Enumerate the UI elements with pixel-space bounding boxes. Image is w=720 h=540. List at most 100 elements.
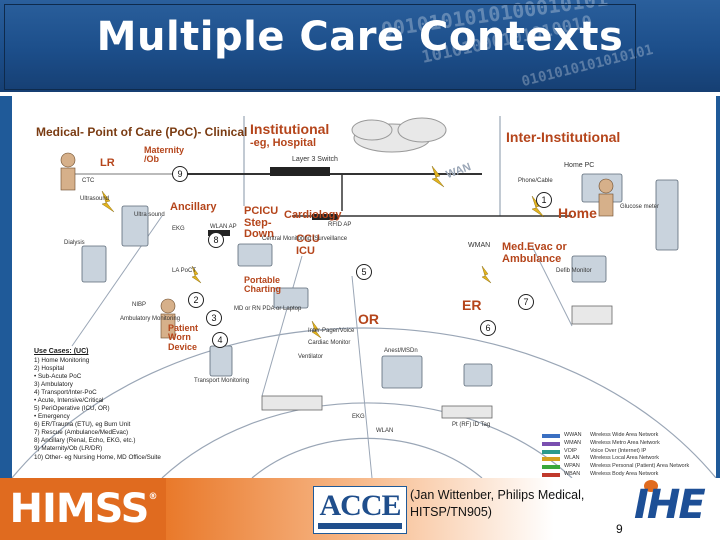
zone-label-maternity: Maternity /Ob [144,146,188,165]
legend-swatch [542,434,560,438]
zone-label-er: ER [462,298,481,313]
use-case-marker-5: 5 [356,264,372,280]
la-poct-label: LA PoCT [172,268,196,274]
patient-figure [599,179,613,193]
zone-label-medical: Medical- Point of Care (PoC)- Clinical [36,126,247,139]
defib-label: Defib Monitor [556,268,592,274]
use-case-marker-4: 4 [212,332,228,348]
dialysis-label: Dialysis [64,240,85,246]
legend-swatch [542,442,560,446]
zone-label-home: Home [558,206,597,221]
legend-code: WWAN [564,432,586,440]
legend-code: WMAN [564,440,586,448]
ctc-label: CTC [82,178,94,184]
er-bed [442,406,492,418]
legend-code: VOIP [564,448,586,456]
patient-figure [61,168,75,190]
wman-label: WMAN [468,242,490,249]
phone-cable-label: Phone/Cable [518,178,553,184]
right-edge-strip [716,96,720,478]
zone-label-lr: LR [100,158,115,170]
acce-logo-bar [318,523,402,529]
layer3-switch [270,167,330,176]
cardiac-monitor-label: Cardiac Monitor [308,340,350,346]
slide-footer: HIMSS® ACCE (Jan Wittenber, Philips Medi… [0,478,720,540]
use-case-item: 2) Hospital [34,365,204,373]
ekg-or-label: EKG [352,414,365,420]
use-case-item: 10) Other- eg Nursing Home, MD Office/Su… [34,454,204,462]
nibp-label: NIBP [132,302,146,308]
anesthesia-label: Anest/MSDn [384,348,418,354]
use-case-item: • Acute, Intensive/Critical [34,397,204,405]
use-case-marker-2: 2 [188,292,204,308]
zone-label-institutional: Institutional [250,122,329,137]
himss-trademark: ® [148,492,156,502]
legend-text: Wireless Body Area Network [590,471,658,478]
central-monitoring-label: Central Monitoring /Surveillance [262,236,347,242]
use-case-item: • Sub-Acute PoC [34,373,204,381]
title-bar: 0010101010100010101 10101000101010010 01… [0,0,720,92]
use-case-item: • Emergency [34,413,204,421]
use-case-marker-1: 1 [536,192,552,208]
patient-figure [161,299,175,313]
voice-label: Inter-Pager/Voice [308,328,354,334]
ambulance-stretcher [572,306,612,324]
himss-logo: HIMSS® [0,478,166,540]
use-case-item: 7) Rescue (Ambulance/MedEvac) [34,429,204,437]
use-case-item: 1) Home Monitoring [34,357,204,365]
or-table [262,396,322,410]
legend-swatch [542,465,560,469]
use-case-item: 5) PeriOperative (ICU, OR) [34,405,204,413]
use-case-marker-9: 9 [172,166,188,182]
zone-label-ancillary: Ancillary [170,202,216,214]
glucose-label: Glucose meter [620,204,659,210]
dialysis-device [82,246,106,282]
use-case-item: 6) ER/Trauma (ETU), eg Burn Unit [34,421,204,429]
acce-logo-text: ACCE [314,489,406,523]
zone-arc-middle [162,403,572,478]
patient-figure [61,153,75,167]
ultra-sound-label: Ultra sound [134,212,165,218]
care-contexts-diagram: Medical- Point of Care (PoC)- Clinical I… [12,96,716,478]
legend-text: Wireless Wide Area Network [590,432,658,440]
zone-label-inter-institutional: Inter-Institutional [506,130,620,145]
legend-row: WWAN Wireless Wide Area Network [542,432,712,440]
legend-row: WMAN Wireless Metro Area Network [542,440,712,448]
anesthesia-machine [382,356,422,388]
transport-monitor [210,346,232,376]
wlan-bottom-label: WLAN [376,428,393,434]
rf-tag-label: Pt (RF) ID Tag [452,422,490,428]
page-number: 9 [616,522,623,536]
zone-label-cardiology: Cardiology [284,210,341,222]
use-case-marker-6: 6 [480,320,496,336]
legend-text: Wireless Personal (Patient) Area Network [590,463,689,471]
ultrasound-label: Ultrasound [80,196,109,202]
zone-arc-inner [252,438,482,478]
wireless-bolt-icon [432,166,444,187]
legend-text: Voice Over (Internet) IP [590,448,646,456]
legend-row: VOIP Voice Over (Internet) IP [542,448,712,456]
network-legend: WWAN Wireless Wide Area NetworkWMAN Wirele… [542,432,712,478]
use-case-item: 3) Ambulatory [34,381,204,389]
ambulatory-label: Ambulatory Monitoring [120,316,180,322]
legend-text: Wireless Metro Area Network [590,440,660,448]
home-pc-label: Home PC [564,162,594,169]
wlan-ap-label: WLAN AP [210,224,237,230]
use-case-marker-7: 7 [518,294,534,310]
use-case-item: 8) Ancillary (Renal, Echo, EKG, etc.) [34,437,204,445]
left-edge-strip [0,96,12,478]
source-credit: (Jan Wittenber, Philips Medical, HITSP/T… [410,487,615,521]
layer3-switch-label: Layer 3 Switch [292,156,338,163]
use-cases-title: Use Cases: (UC) [34,348,204,357]
er-monitor [464,364,492,386]
himss-logo-text: HIMSS [10,486,149,532]
wireless-bolt-icon [482,266,491,283]
legend-code: WBAN [564,471,586,478]
legend-code: WLAN [564,455,586,463]
md-rn-label: MD or RN PDA or Laptop [234,306,301,312]
patient-figure [599,194,613,216]
ekg-label: EKG [172,226,185,232]
slide-title: Multiple Care Contexts [0,14,720,60]
zone-divider [352,276,372,478]
home-iv-pole [656,180,678,250]
